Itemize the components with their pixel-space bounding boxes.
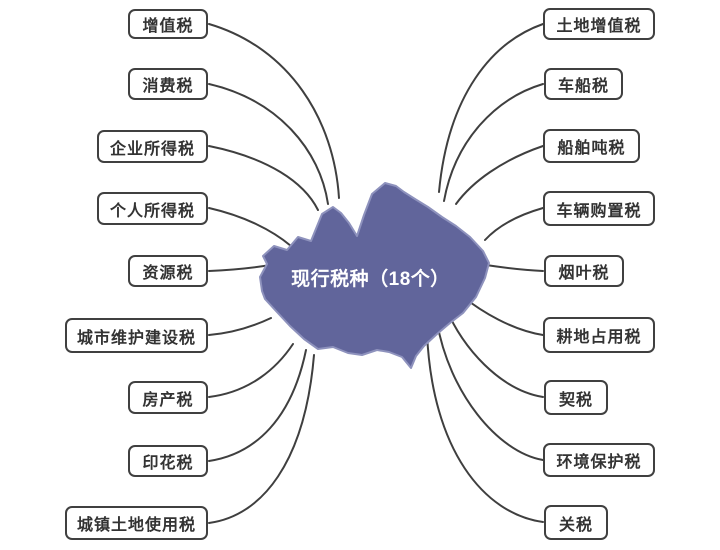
connector-line-right-8 (436, 321, 544, 461)
center-blob-shape (259, 182, 490, 369)
connector-line-left-7 (208, 343, 294, 398)
connector-line-left-9 (208, 354, 315, 524)
tax-node-yanyeshui: 烟叶税 (544, 255, 624, 287)
tax-node-huanjing-baohu: 环境保护税 (543, 443, 655, 477)
connector-line-right-7 (446, 309, 544, 398)
tax-node-qishui: 契税 (544, 380, 608, 415)
tax-node-chuanbo-dunshui: 船舶吨税 (543, 129, 640, 163)
tax-node-xiaofeishui: 消费税 (128, 68, 208, 100)
tax-node-ziyuanshui: 资源税 (128, 255, 208, 287)
tax-node-chengzhen-tudi: 城镇土地使用税 (65, 506, 208, 540)
connector-line-right-6 (461, 295, 544, 336)
connector-line-left-8 (208, 349, 307, 462)
connector-line-left-6 (208, 317, 272, 336)
tax-node-cheliang-gouzhi: 车辆购置税 (543, 191, 655, 226)
tax-node-chechuanshui: 车船税 (544, 68, 623, 100)
connector-line-right-4 (484, 207, 544, 241)
tax-node-yinhuashui: 印花税 (128, 445, 208, 477)
connector-line-left-3 (208, 145, 319, 211)
tax-node-geren-suodeshui: 个人所得税 (97, 192, 208, 225)
tax-node-zengzhishui: 增值税 (128, 9, 208, 39)
connector-line-left-1 (208, 23, 340, 199)
tax-node-chengshi-weihu: 城市维护建设税 (65, 318, 208, 353)
connector-line-right-3 (455, 145, 544, 205)
tax-node-qiye-suodeshui: 企业所得税 (97, 130, 208, 163)
connector-line-right-5 (485, 264, 544, 272)
tax-node-tudi-zengzhi: 土地增值税 (543, 8, 655, 40)
connector-line-left-4 (208, 207, 292, 247)
connector-line-right-2 (443, 83, 544, 202)
connector-line-left-2 (208, 83, 329, 205)
tax-node-guanshui: 关税 (544, 505, 608, 540)
tax-node-gengdi-zhanyong: 耕地占用税 (543, 317, 655, 353)
connector-line-right-1 (438, 23, 544, 193)
center-topic-label: 现行税种（18个） (291, 268, 450, 290)
tax-node-fangchanshui: 房产税 (128, 381, 208, 414)
connector-line-right-9 (426, 332, 544, 523)
